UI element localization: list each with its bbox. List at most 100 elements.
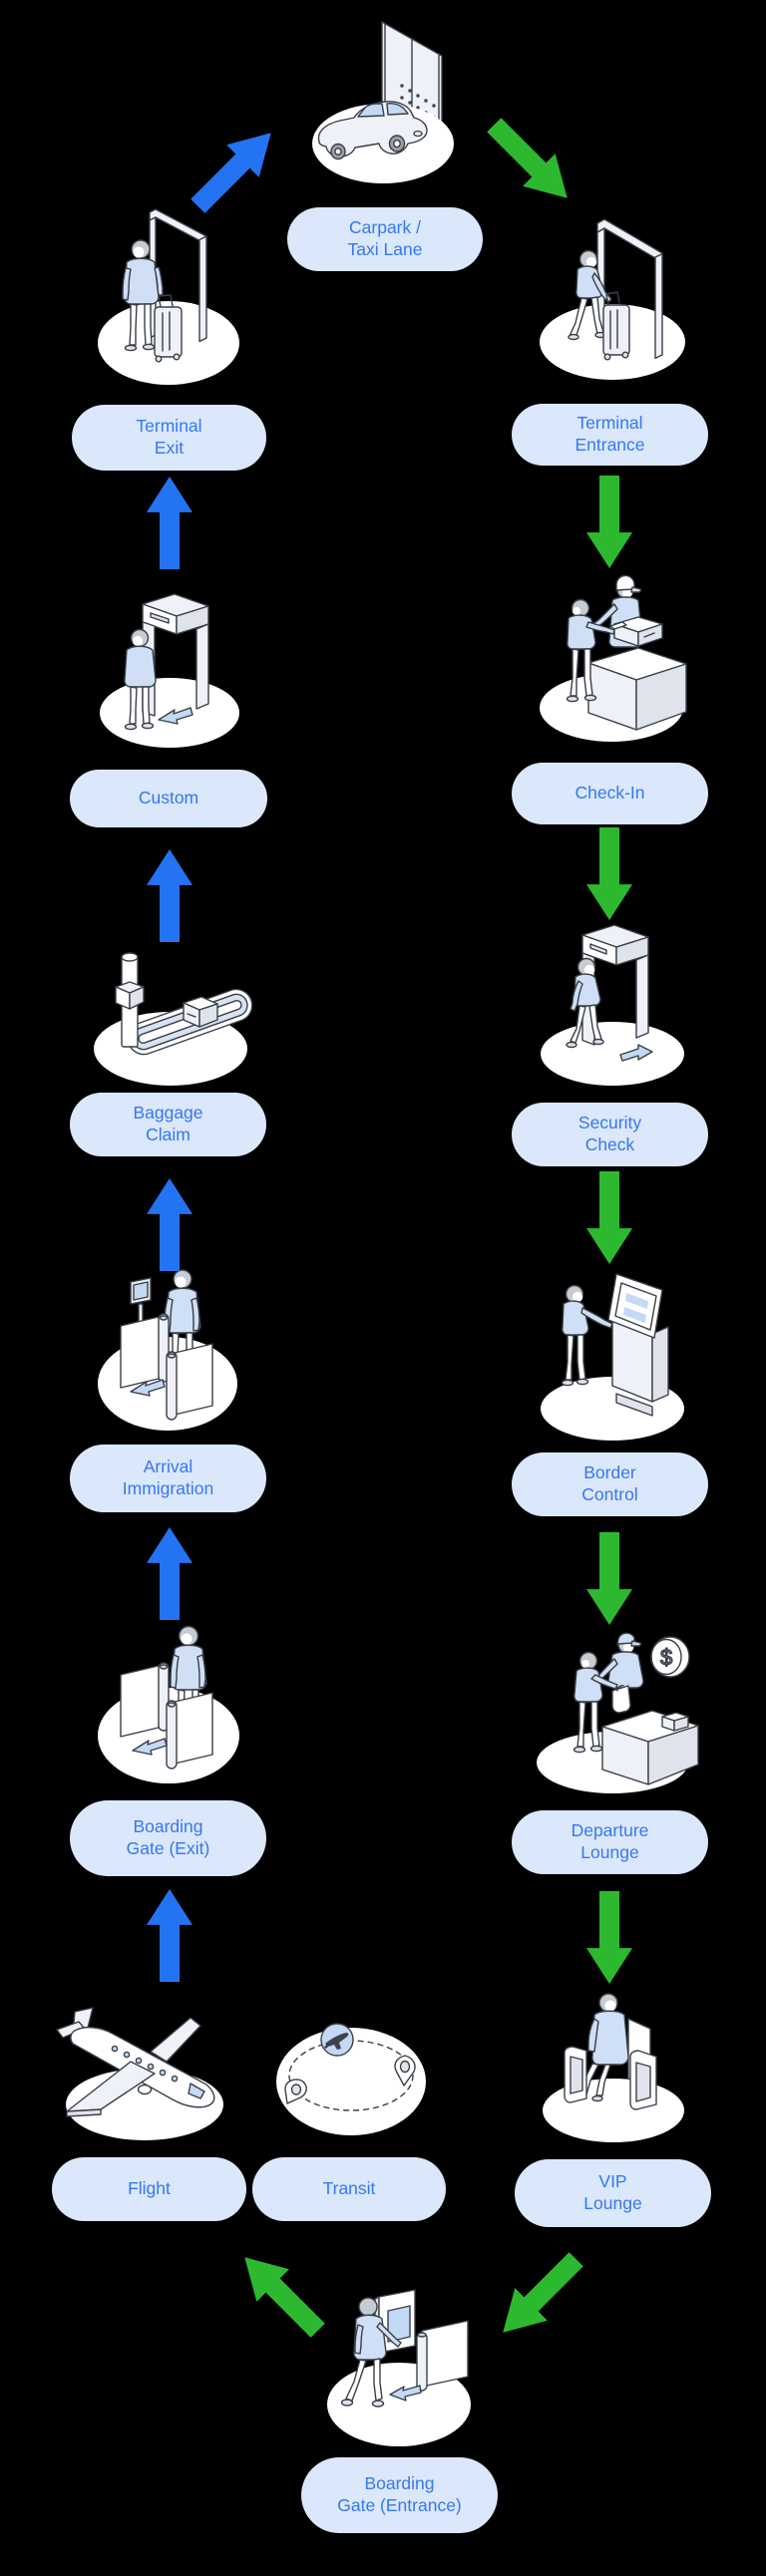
arrow-arrival-immigration-to-baggage-claim: [146, 1178, 193, 1271]
arrow-boarding-gate-exit-to-arrival-immigration: [146, 1527, 193, 1620]
label-line: Lounge: [580, 1842, 639, 1862]
label-line: Baggage: [133, 1103, 203, 1124]
label-line: Immigration: [122, 1478, 214, 1498]
arrow-carpark-to-terminal-entrance: [477, 108, 583, 214]
security-check-illustration: [531, 919, 695, 1087]
customer: [573, 1651, 618, 1754]
label-line: Border: [583, 1462, 636, 1483]
pillar-icon: [115, 952, 145, 1048]
label-security-check: Security Check: [512, 1103, 708, 1166]
vip-lounge-illustration: [537, 1977, 692, 2144]
kiosk-icon: [607, 1273, 669, 1417]
floor-arrow-icon: [130, 1379, 166, 1397]
terminal-entrance-illustration: [532, 215, 691, 387]
airplane-icon: [56, 2007, 215, 2117]
floor-arrow-icon: [158, 707, 193, 725]
boarding-gate-entrance-illustration: [322, 2289, 480, 2450]
turnstile-icon: [120, 1662, 213, 1770]
label-transit: Transit: [252, 2157, 446, 2221]
armchair-icon: [564, 2046, 657, 2110]
arrow-boarding-gate-entrance-to-flight: [227, 2240, 334, 2347]
label-line: Claim: [146, 1125, 191, 1144]
arrow-departure-lounge-to-vip-lounge: [585, 1891, 633, 1984]
label-line: Gate (Entrance): [337, 2495, 462, 2515]
walking-passenger: [340, 2297, 402, 2408]
dollar-coin-icon: $: [650, 1636, 690, 1678]
suitcase-icon: [183, 996, 218, 1028]
label-vip-lounge: VIP Lounge: [515, 2159, 711, 2227]
plane-badge-icon: [320, 2023, 354, 2057]
label-check-in: Check-In: [512, 763, 708, 824]
label-boarding-gate-entrance: Boarding Gate (Entrance): [301, 2457, 498, 2533]
passenger-at-kiosk: [561, 1284, 613, 1387]
baggage-claim-illustration: [88, 947, 255, 1089]
label-line: Terminal: [576, 413, 643, 434]
svg-text:$: $: [660, 1645, 672, 1670]
walking-passenger: [568, 249, 612, 341]
arrival-immigration-illustration: [93, 1266, 246, 1436]
label-line: Carpark /: [349, 217, 421, 238]
border-control-illustration: [531, 1264, 695, 1446]
check-in-illustration: [527, 568, 698, 746]
arrow-baggage-claim-to-custom: [146, 849, 193, 942]
suitcase-icon: [154, 294, 183, 363]
suitcase-icon: [602, 291, 630, 361]
transit-illustration: [265, 2016, 443, 2141]
flight-illustration: [53, 2002, 236, 2143]
label-terminal-exit: Terminal Exit: [72, 405, 266, 471]
label-departure-lounge: Departure Lounge: [512, 1810, 708, 1874]
label-line: Boarding: [364, 2473, 435, 2494]
map-pin-icon: [284, 2079, 307, 2104]
label-line: Exit: [154, 438, 185, 458]
arrow-terminal-exit-to-carpark: [181, 116, 287, 222]
gate-right-panel: [416, 2320, 469, 2392]
carpark-illustration: [304, 14, 464, 189]
label-line: Flight: [128, 2178, 171, 2199]
check-in-passenger: [566, 598, 627, 703]
label-line: Boarding: [133, 1816, 203, 1837]
boarding-gate-exit-illustration: [95, 1621, 246, 1786]
label-flight: Flight: [52, 2157, 246, 2221]
label-line: Check-In: [574, 783, 645, 804]
departure-lounge-illustration: $: [525, 1625, 706, 1794]
label-baggage-claim: Baggage Claim: [70, 1093, 266, 1156]
label-custom: Custom: [70, 770, 267, 827]
label-terminal-entrance: Terminal Entrance: [512, 404, 708, 466]
check-in-counter-icon: [587, 647, 687, 731]
arrow-terminal-entrance-to-check-in: [585, 476, 633, 568]
label-arrival-immigration: Arrival Immigration: [70, 1445, 266, 1512]
arrow-flight-to-boarding-gate-exit: [146, 1889, 193, 1982]
label-line: Entrance: [574, 435, 645, 455]
shop-counter-icon: [601, 1710, 699, 1785]
label-boarding-gate-exit: Boarding Gate (Exit): [70, 1800, 266, 1876]
label-line: Control: [581, 1484, 638, 1504]
walking-passenger: [566, 957, 604, 1049]
label-line: Security: [577, 1113, 642, 1133]
arrow-security-check-to-border-control: [585, 1171, 633, 1264]
standing-passenger: [124, 628, 157, 731]
arrow-border-control-to-departure-lounge: [585, 1532, 633, 1625]
label-line: Custom: [138, 788, 199, 808]
label-line: Transit: [322, 2178, 376, 2199]
car-icon: [317, 101, 428, 161]
label-line: Arrival: [143, 1456, 193, 1477]
arrow-check-in-to-security-check: [585, 827, 633, 920]
map-pin-icon: [394, 2055, 416, 2087]
printer-icon: [613, 616, 663, 647]
standing-passenger: [122, 239, 164, 352]
label-line: VIP: [598, 2171, 627, 2192]
turnstile-icon: [120, 1313, 213, 1421]
floor-arrow-icon: [389, 2385, 422, 2402]
arrow-custom-to-terminal-exit: [146, 477, 193, 569]
label-line: Lounge: [583, 2193, 642, 2213]
custom-illustration: [93, 588, 244, 752]
label-line: Check: [584, 1134, 635, 1154]
label-line: Terminal: [136, 416, 202, 437]
label-line: Departure: [571, 1820, 649, 1841]
terminal-exit-illustration: [93, 205, 244, 387]
label-line: Taxi Lane: [347, 239, 423, 259]
shopping-bag-icon: [611, 1685, 631, 1714]
label-line: Gate (Exit): [126, 1838, 210, 1858]
floor-arrow-icon: [619, 1044, 653, 1062]
